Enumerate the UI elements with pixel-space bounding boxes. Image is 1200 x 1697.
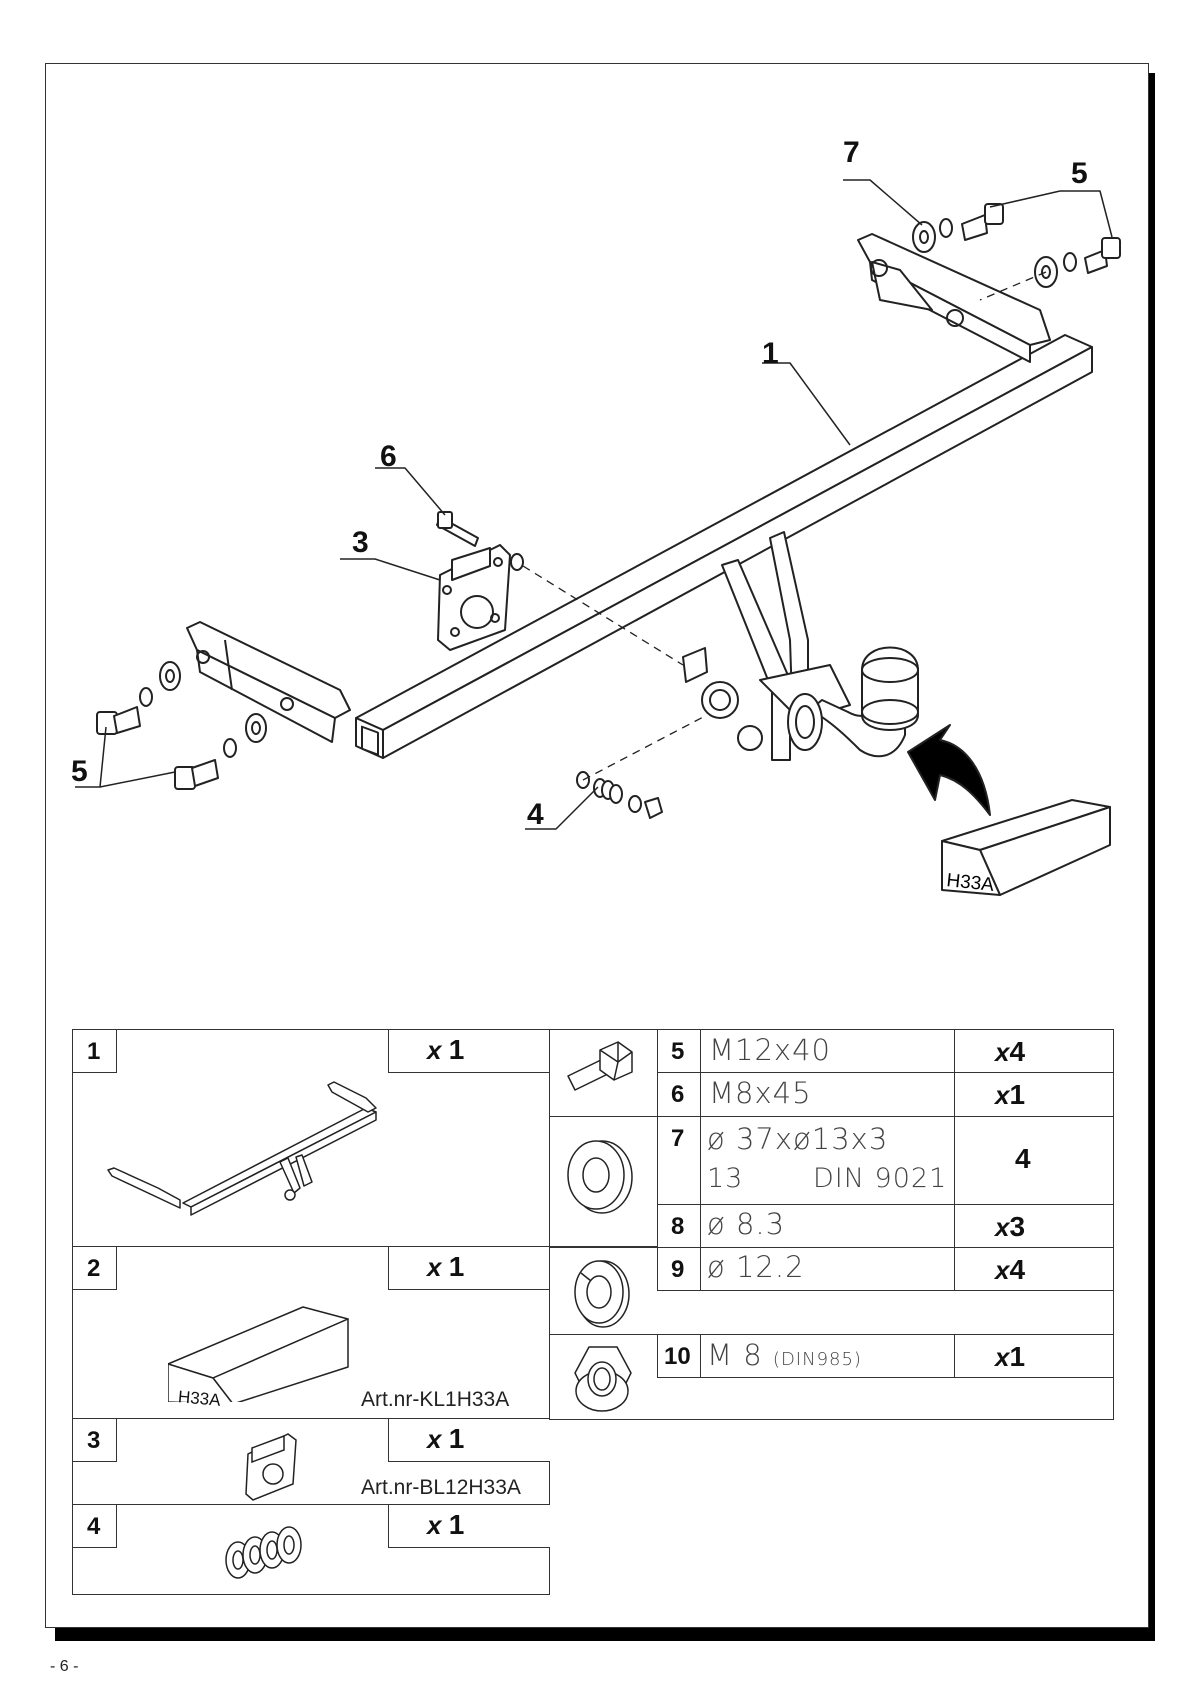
part-5-qty: x4 xyxy=(995,1036,1026,1067)
page-number: - 6 - xyxy=(50,1658,79,1675)
part-3-number: 3 xyxy=(87,1427,101,1454)
callout-3: 3 xyxy=(352,526,369,559)
part-1-number: 1 xyxy=(87,1038,101,1065)
tow-ball xyxy=(787,646,919,758)
part-6-spec: M8x45 xyxy=(709,1076,812,1110)
bolt-icon xyxy=(567,1041,633,1091)
part-10-number: 10 xyxy=(664,1343,691,1370)
left-fasteners xyxy=(96,661,267,790)
part-10-spec: M 8 (DIN985) xyxy=(707,1338,862,1372)
part-4-cell: 4 x 1 xyxy=(72,1504,550,1595)
beam-thumbnail xyxy=(107,1081,377,1216)
part-8-spec: ø 8.3 xyxy=(707,1207,786,1241)
small-bracket xyxy=(682,647,708,683)
tow-plates xyxy=(701,531,851,761)
insert-arrow xyxy=(907,724,991,816)
part-7-number: 7 xyxy=(671,1125,685,1152)
part-7-spec-line2a: 13 xyxy=(707,1163,744,1194)
part-3-cell: 3 x 1 Art.nr-BL12H33A xyxy=(72,1418,550,1505)
box-thumbnail xyxy=(168,1306,349,1402)
box-thumbnail-label: H33A xyxy=(177,1387,222,1410)
part-6-number: 6 xyxy=(671,1081,685,1108)
callout-5-right: 5 xyxy=(1071,157,1088,190)
spring-washers xyxy=(576,771,663,819)
part-1-cell: 1 x 1 xyxy=(72,1029,550,1247)
spring-thumbnail xyxy=(225,1526,302,1579)
part-5-spec: M12x40 xyxy=(709,1033,831,1067)
socket-plate xyxy=(437,544,511,651)
part-2-number: 2 xyxy=(87,1255,101,1282)
right-bracket xyxy=(857,233,1051,363)
part-9-number: 9 xyxy=(671,1256,685,1283)
parts-list: 1 x 1 2 x 1 H33A Art.nr-KL1H33A xyxy=(72,1029,1114,1595)
callout-6: 6 xyxy=(380,440,397,473)
part-2-cell: 2 x 1 H33A Art.nr-KL1H33A xyxy=(72,1246,550,1419)
callout-1: 1 xyxy=(762,337,779,370)
socket-plate-thumbnail xyxy=(245,1433,297,1501)
part-7-spec-line1: ø 37xø13x3 xyxy=(707,1122,889,1156)
left-bracket xyxy=(186,621,351,743)
accessory-box xyxy=(941,799,1111,896)
part-4-number: 4 xyxy=(87,1513,101,1540)
assembly-lines xyxy=(522,271,1047,781)
box-label: H33A xyxy=(945,870,995,896)
part-2-art-nr: Art.nr-KL1H33A xyxy=(361,1388,510,1411)
cross-beam xyxy=(355,334,1093,759)
part-5-number: 5 xyxy=(671,1038,685,1065)
callout-4: 4 xyxy=(527,798,544,831)
leader-lines xyxy=(75,179,1113,830)
part-10-qty: x1 xyxy=(995,1341,1026,1372)
part-7-spec-line2b: DIN 9021 xyxy=(813,1163,948,1194)
part-2-qty: x 1 xyxy=(427,1251,465,1282)
part-8-qty: x3 xyxy=(995,1211,1026,1242)
part-4-qty: x 1 xyxy=(427,1509,465,1540)
part-3-qty: x 1 xyxy=(427,1423,465,1454)
part-7-qty: 4 xyxy=(1015,1143,1031,1174)
part-9-qty: x4 xyxy=(995,1254,1026,1285)
part-8-number: 8 xyxy=(671,1213,685,1240)
part-9-spec: ø 12.2 xyxy=(707,1250,805,1284)
part-6-qty: x1 xyxy=(995,1079,1026,1110)
flat-washer-icon xyxy=(567,1140,633,1214)
callout-7: 7 xyxy=(843,136,860,169)
lock-nut-icon xyxy=(574,1346,632,1412)
part-1-qty: x 1 xyxy=(427,1034,465,1065)
part-3-art-nr: Art.nr-BL12H33A xyxy=(361,1476,521,1499)
callout-5-left: 5 xyxy=(71,755,88,788)
spring-washer-icon xyxy=(574,1260,630,1328)
